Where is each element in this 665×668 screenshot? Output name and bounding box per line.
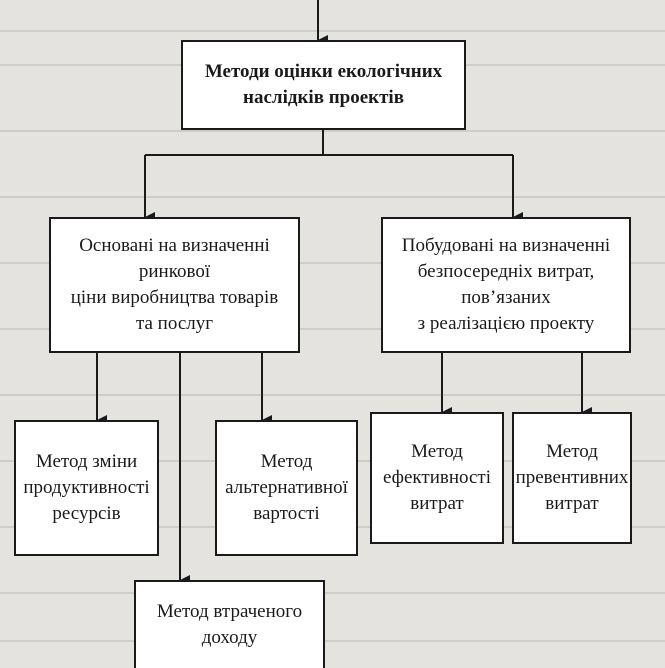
cost-effectiveness-method-node: Метод ефективності витрат xyxy=(370,412,504,544)
background-line xyxy=(0,394,665,396)
background-line xyxy=(0,328,665,330)
lost-income-method-node: Метод втраченого доходу xyxy=(134,580,325,668)
background-line xyxy=(0,640,665,642)
direct-costs-group-node: Побудовані на визначенні безпосередніх в… xyxy=(381,217,631,353)
root-node: Методи оцінки екологічних наслідків прое… xyxy=(181,40,466,130)
alternative-cost-method-node: Метод альтернативної вартості xyxy=(215,420,358,556)
background-line xyxy=(0,592,665,594)
background-line xyxy=(0,130,665,132)
background-line xyxy=(0,262,665,264)
preventive-costs-method-node: Метод превентивних витрат xyxy=(512,412,632,544)
background-line xyxy=(0,196,665,198)
productivity-change-method-node: Метод зміни продуктивності ресурсів xyxy=(14,420,159,556)
background-line xyxy=(0,30,665,32)
market-price-group-node: Основані на визначенні ринкової ціни вир… xyxy=(49,217,300,353)
